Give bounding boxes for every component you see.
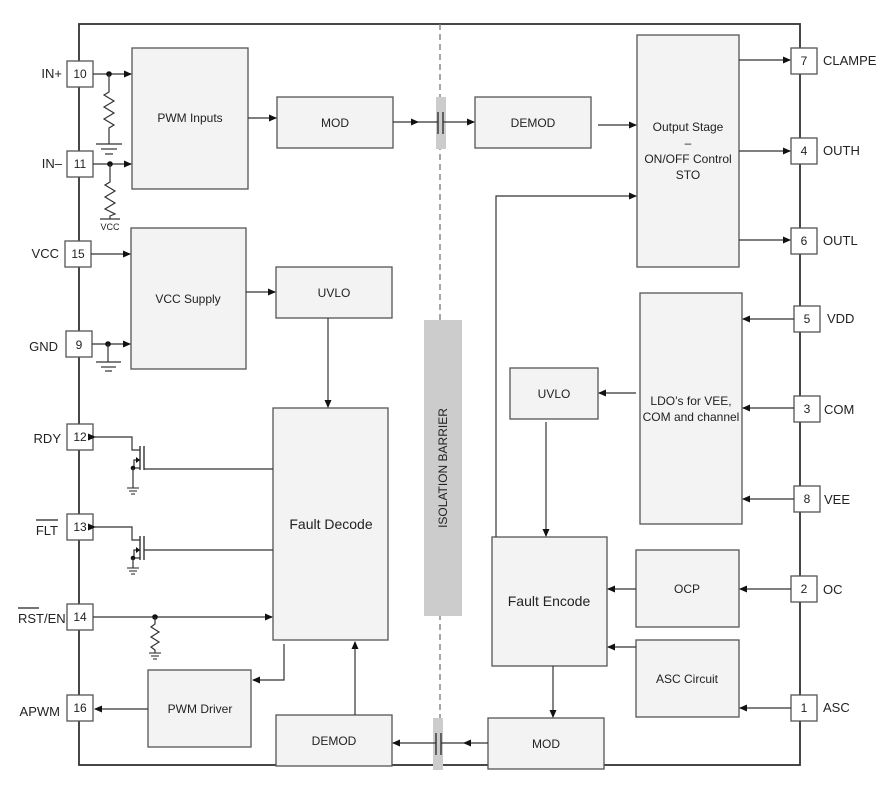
pin-outl: 6 OUTL <box>790 227 858 255</box>
ground-icon <box>96 361 121 372</box>
pin-number: 5 <box>804 312 811 326</box>
pin-number: 2 <box>801 582 808 596</box>
vcc-small-label: VCC <box>100 222 120 232</box>
pullup-resistor <box>103 164 117 219</box>
output-stage-line-3: ON/OFF Control <box>644 152 731 166</box>
pin-number: 16 <box>73 701 87 715</box>
pin-apwm: 16 APWM <box>20 694 94 722</box>
ldo-line-1: LDO’s for VEE, <box>650 394 731 408</box>
pin-label: IN+ <box>41 66 62 81</box>
pin-rst-en: 14 RST/EN <box>18 603 94 631</box>
uvlo-right-block <box>509 367 599 420</box>
pin-vee: 8 VEE <box>793 485 850 513</box>
pin-label: RDY <box>34 431 62 446</box>
ldo-line-2: COM and channel <box>643 410 740 424</box>
pwm-driver-label: PWM Driver <box>168 702 233 716</box>
asc-circuit-label: ASC Circuit <box>656 672 719 686</box>
demod-top-block <box>474 96 592 149</box>
pin-outh: 4 OUTH <box>790 137 860 165</box>
ground-icon <box>96 143 122 155</box>
mod-top-label: MOD <box>321 116 349 130</box>
uvlo-right-label: UVLO <box>538 387 571 401</box>
mod-bottom-label: MOD <box>532 737 560 751</box>
pin-vdd: 5 VDD <box>793 305 854 333</box>
output-stage-line-4: STO <box>676 168 700 182</box>
pin-label: OUTL <box>823 233 858 248</box>
asc-circuit-block <box>635 639 740 718</box>
pin-asc: 1 ASC <box>790 694 850 722</box>
fault-decode-label: Fault Decode <box>289 516 372 532</box>
pin-label: CLAMPE <box>823 53 877 68</box>
ldo-block <box>639 292 743 525</box>
pin-com: 3 COM <box>793 395 854 423</box>
pin-label: OUTH <box>823 143 860 158</box>
vcc-supply-label: VCC Supply <box>155 292 220 306</box>
pin-in-minus: 11 IN– <box>42 150 94 178</box>
pin-number: 3 <box>804 402 811 416</box>
pin-oc: 2 OC <box>790 575 843 603</box>
flt-mosfet <box>88 523 273 575</box>
pin-number: 11 <box>74 157 87 171</box>
pin-gnd: 9 GND <box>29 330 93 358</box>
pin-label: COM <box>824 402 854 417</box>
demod-bottom-block <box>275 714 393 767</box>
pin-label: VEE <box>824 492 850 507</box>
pin-label-overlined: RST <box>18 611 44 626</box>
pin-clampe: 7 CLAMPE <box>790 47 877 75</box>
pin-rdy: 12 RDY <box>34 423 94 451</box>
pin-label: VDD <box>827 311 854 326</box>
uvlo-left-label: UVLO <box>318 286 351 300</box>
pwm-inputs-block <box>131 47 249 190</box>
ocp-label: OCP <box>674 582 700 596</box>
pin-label: APWM <box>20 704 60 719</box>
fault-encode-label: Fault Encode <box>508 593 591 609</box>
rdy-mosfet <box>88 433 273 495</box>
bottom-coupling-capacitor-bg <box>433 718 443 770</box>
pin-in-plus: 10 IN+ <box>41 60 94 88</box>
pin-number: 6 <box>801 234 808 248</box>
pin-number: 14 <box>73 610 87 624</box>
isolation-barrier-label: ISOLATION BARRIER <box>436 408 450 528</box>
pin-label: IN– <box>42 156 63 171</box>
pin-number: 12 <box>73 430 87 444</box>
fault-encode-block <box>491 536 608 667</box>
pulldown-resistor <box>102 74 116 144</box>
pin-number: 4 <box>801 144 808 158</box>
pin-number: 1 <box>801 701 808 715</box>
output-stage-line-1: Output Stage <box>653 120 724 134</box>
pin-number: 13 <box>73 520 87 534</box>
uvlo-left-block <box>275 266 393 319</box>
pin-label: OC <box>823 582 843 597</box>
pwm-inputs-label: PWM Inputs <box>157 111 222 125</box>
pin-label: GND <box>29 339 58 354</box>
output-stage-block <box>636 34 740 268</box>
fault-decode-block <box>272 407 389 641</box>
pin-label: ASC <box>823 700 850 715</box>
pin-label: VCC <box>32 246 59 261</box>
top-coupling-capacitor-bg <box>436 97 446 149</box>
pin-flt: 13 FLT <box>36 513 94 541</box>
pin-number: 10 <box>73 67 87 81</box>
isolation-barrier <box>424 320 462 616</box>
pin-number: 9 <box>76 338 83 352</box>
pin-label: FLT <box>36 523 58 538</box>
pin-number: 8 <box>804 492 811 506</box>
pulldown-resistor <box>149 617 161 653</box>
pin-number: 15 <box>71 247 85 261</box>
wire-fault-encode-to-output-stage <box>495 192 637 537</box>
demod-top-label: DEMOD <box>511 116 556 130</box>
wire-fault-decode-to-pwm-driver <box>252 644 285 684</box>
pin-number: 7 <box>801 54 808 68</box>
pin-label: RST/EN <box>18 611 66 626</box>
output-stage-line-2: – <box>685 136 692 150</box>
vcc-supply-block <box>130 227 247 370</box>
demod-bottom-label: DEMOD <box>312 734 357 748</box>
pin-label-rest: /EN <box>44 611 66 626</box>
ground-icon <box>149 652 161 660</box>
pin-vcc: 15 VCC <box>32 240 92 268</box>
